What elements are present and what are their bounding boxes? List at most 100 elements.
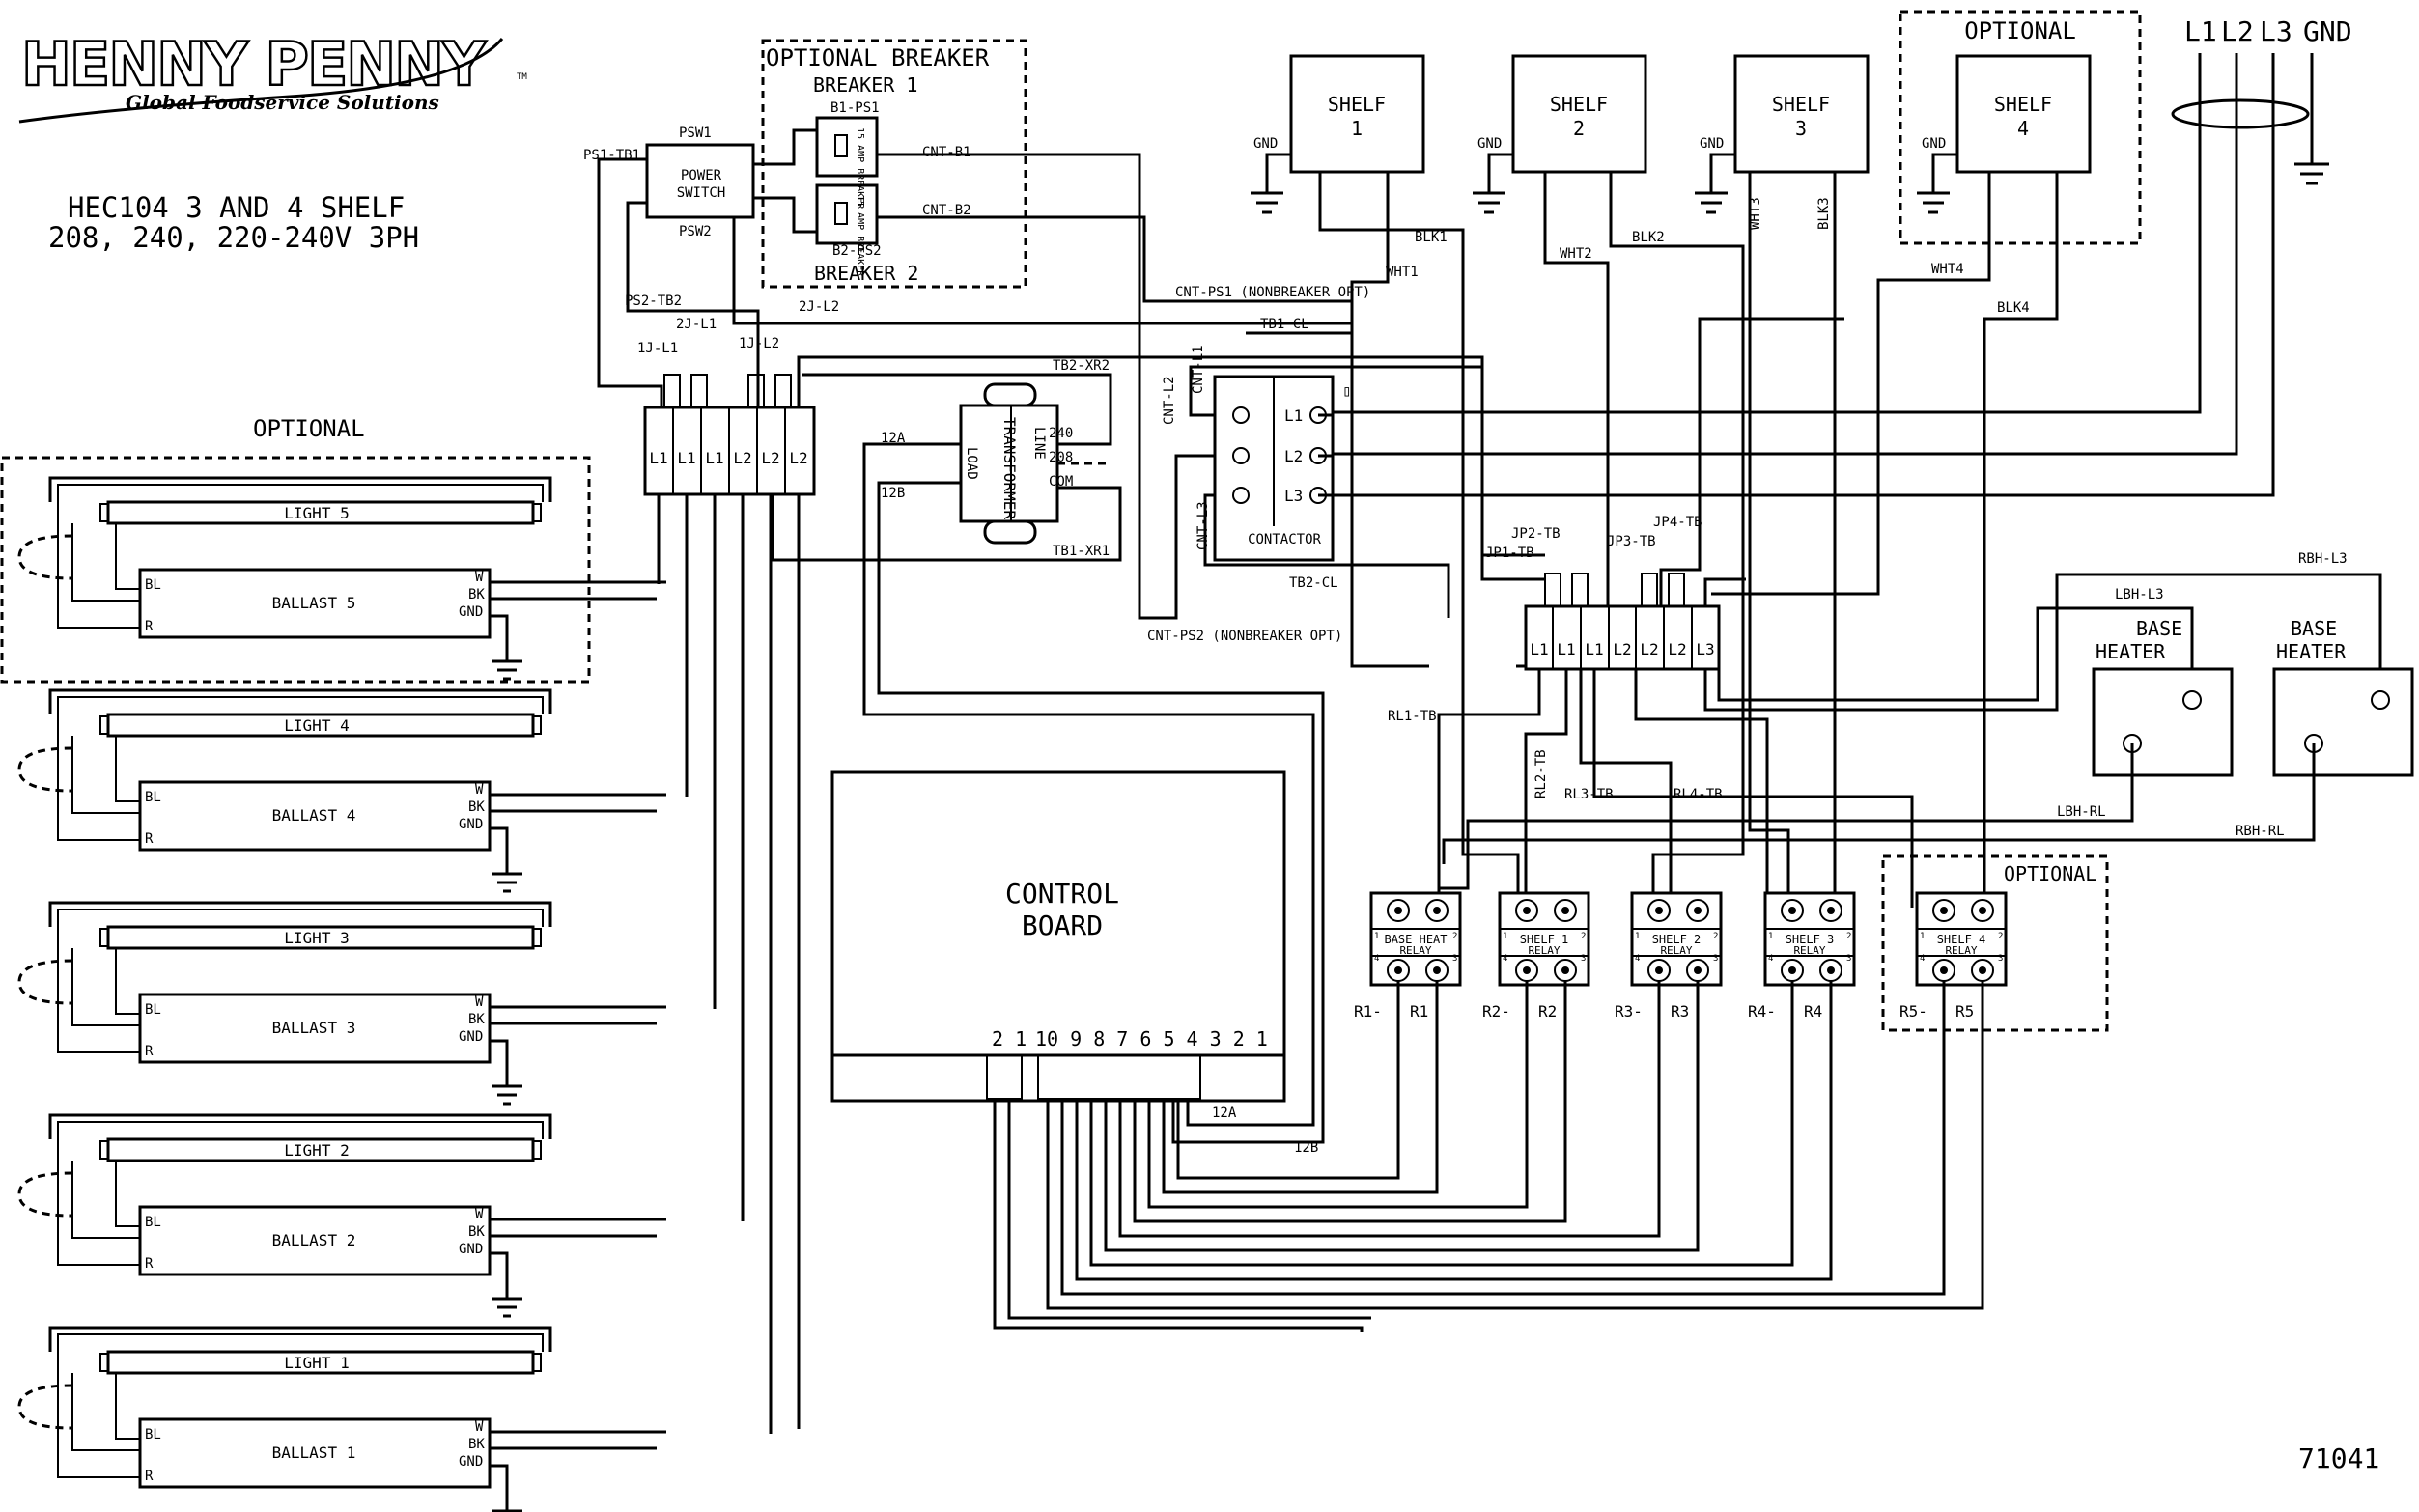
tb1-term-2: L1 <box>677 449 695 467</box>
transformer-208: 208 <box>1049 450 1073 465</box>
shelf-1-number: 1 <box>1351 117 1363 140</box>
cnt-l3-label: CNT-L3 <box>1195 501 1211 550</box>
relay-pin: 1 <box>1635 932 1640 941</box>
transformer-load-label: LOAD <box>964 447 979 480</box>
optional-box-light-5: OPTIONAL <box>0 415 591 684</box>
rl4-tb-label: RL4-TB <box>1674 787 1723 802</box>
cb-wire-10 <box>1046 1022 1984 1310</box>
rl1-tb-label: RL1-TB <box>1388 709 1437 724</box>
terminal-block-2: L1 L1 L1 L2 L2 L2 L3 JP1-TB JP2-TB JP3-T… <box>1485 515 1721 671</box>
relay-pos-label: R2 <box>1538 1002 1557 1021</box>
shelf-wires <box>1318 172 2059 908</box>
ballast-label: BALLAST 1 <box>272 1443 356 1462</box>
relay-pin: 4 <box>1768 954 1773 964</box>
relay-sub: RELAY <box>1793 944 1825 957</box>
tb1-wire-1j-l2: 1J-L2 <box>739 336 779 351</box>
ballast-w: W <box>475 1207 484 1222</box>
tb2-term-2: L1 <box>1557 640 1575 658</box>
supply-l1: L1 <box>2184 15 2217 47</box>
supply-cord-clamp <box>2171 98 2310 129</box>
heater-left-line1: BASE <box>2136 617 2182 640</box>
optional-jumper <box>17 1171 73 1218</box>
shelf-3-gnd-label: GND <box>1700 136 1724 152</box>
ballast-bl: BL <box>145 1215 161 1230</box>
shelf-1-wire-blk: BLK1 <box>1415 230 1448 245</box>
contactor-l3: L3 <box>1284 487 1303 505</box>
ballast-label: BALLAST 5 <box>272 594 356 612</box>
relay-name: SHELF 2 <box>1652 933 1702 946</box>
logo-swoosh <box>18 38 504 124</box>
cb-wire-5 <box>1118 1022 1661 1238</box>
control-board-12a: 12A <box>1212 1106 1237 1121</box>
ballast-w: W <box>475 994 484 1010</box>
relay-pin: 4 <box>1503 954 1507 964</box>
psw2-label: PSW2 <box>679 224 712 239</box>
ballast-bl: BL <box>145 1427 161 1442</box>
heater-right-wire-top: RBH-L3 <box>2298 551 2348 567</box>
tb1-bottom-wires <box>657 494 801 521</box>
transformer-com: COM <box>1049 474 1073 490</box>
tb1-cl-label: TB1-CL <box>1260 317 1309 332</box>
shelf-4-number: 4 <box>2017 117 2029 140</box>
shelf-1: SHELF 1 GND BLK1 WHT1 <box>1251 54 1448 280</box>
relay-neg-label: R1- <box>1354 1002 1382 1021</box>
relay-sub: RELAY <box>1528 944 1560 957</box>
relay-neg-label: R5- <box>1899 1002 1927 1021</box>
ballast-gnd: GND <box>459 817 483 832</box>
relay-terminal <box>1932 899 1955 922</box>
cb-wire-9 <box>1060 1022 1946 1296</box>
ballast-w: W <box>475 782 484 798</box>
relay-sub: RELAY <box>1945 944 1977 957</box>
heater-left-line2: HEATER <box>2096 640 2166 663</box>
relay-sub: RELAY <box>1399 944 1431 957</box>
transformer-12b: 12B <box>881 486 905 501</box>
terminal-block-1: L1 L1 L1 L2 L2 L2 1J-L1 2J-L1 1J-L2 2J-L… <box>637 299 839 521</box>
ballast-r: R <box>145 1469 154 1484</box>
transformer-line-label: LINE <box>1031 427 1047 460</box>
relay-pin: 2 <box>1581 932 1586 941</box>
relay-terminal <box>1686 899 1709 922</box>
breaker-title: OPTIONAL BREAKER <box>766 44 990 71</box>
heater-left-wire-top: LBH-L3 <box>2115 587 2164 602</box>
relay-pin: 4 <box>1374 954 1379 964</box>
tb1-xr1-label: TB1-XR1 <box>1053 544 1110 559</box>
relay-pin: 1 <box>1374 932 1379 941</box>
ballast-r: R <box>145 1044 154 1059</box>
lamp-label: LIGHT 5 <box>284 504 349 522</box>
tb1-wire-2j-l1: 2J-L1 <box>676 317 717 332</box>
ballast-gnd: GND <box>459 1242 483 1257</box>
shelf-2-wire-blk: BLK2 <box>1632 230 1665 245</box>
tb2-term-3: L1 <box>1585 640 1603 658</box>
transformer-label: TRANSFORMER <box>1000 417 1019 519</box>
jp4-tb-label: JP4-TB <box>1653 515 1702 530</box>
breaker-2-rating: 15 AMP BREAKER <box>855 195 865 277</box>
heater-right-line1: BASE <box>2291 617 2337 640</box>
relay-pin: 2 <box>1713 932 1718 941</box>
cb-wire-1 <box>1176 1022 1400 1180</box>
optional-label-light-5: OPTIONAL <box>253 415 365 442</box>
supply-l3: L3 <box>2260 15 2292 47</box>
ballast <box>138 1205 492 1276</box>
cnt-ps1-label: CNT-PS1 (NONBREAKER OPT) <box>1175 285 1370 300</box>
lamp-label: LIGHT 4 <box>284 716 349 735</box>
tb2-term-1: L1 <box>1530 640 1548 658</box>
lamp-label: LIGHT 2 <box>284 1141 349 1160</box>
control-board-wires <box>993 1022 1984 1332</box>
title-line2: 208, 240, 220-240V 3PH <box>48 221 419 254</box>
cb-wire-4 <box>1133 1022 1567 1223</box>
control-board: CONTROL BOARD 2 1 10 9 8 7 6 5 4 3 2 1 1… <box>830 770 1318 1156</box>
cnt-l2-label: CNT-L2 <box>1162 376 1177 425</box>
cb-wire-2 <box>1162 1022 1439 1194</box>
rl2-tb-label: RL2-TB <box>1533 749 1549 798</box>
relay-pin: 2 <box>1998 932 2003 941</box>
wire-supply-l1 <box>1333 53 2202 414</box>
jp2-tb-label: JP2-TB <box>1511 526 1561 542</box>
heater-wires <box>1437 743 2316 908</box>
tb2-jumpers <box>1544 573 1685 607</box>
transformer-240: 240 <box>1049 426 1073 441</box>
